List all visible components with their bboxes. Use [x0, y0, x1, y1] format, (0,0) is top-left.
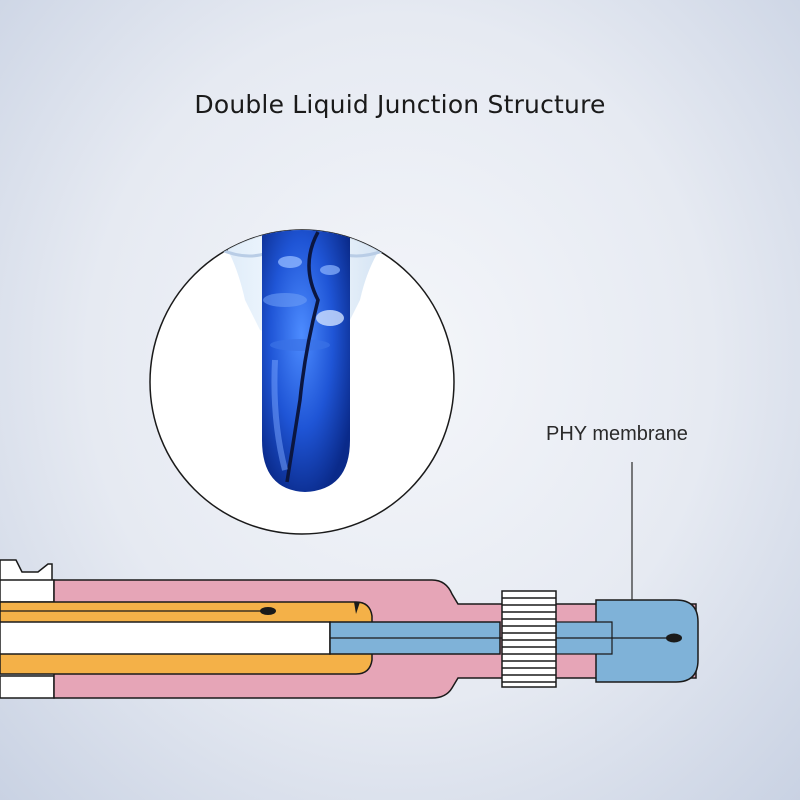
left-wall-bottom [0, 675, 55, 699]
central-channel [0, 621, 331, 655]
ceramic-junction [501, 590, 557, 688]
membrane-tip [595, 599, 699, 683]
membrane-label: PHY membrane [546, 423, 688, 445]
left-wall-top [0, 579, 55, 603]
magnified-probe-photo [149, 229, 455, 535]
diagram-title: Double Liquid Junction Structure [194, 90, 606, 119]
top-cap [0, 559, 53, 583]
electrode-cross-section [0, 462, 699, 699]
inner-electrode-dot [260, 607, 276, 615]
tip-electrode-dot [666, 633, 682, 643]
